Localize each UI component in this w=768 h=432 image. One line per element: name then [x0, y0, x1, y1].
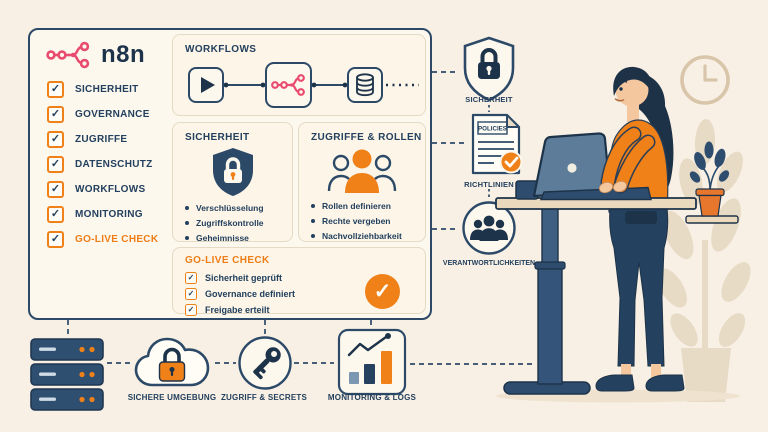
document-label: RICHTLINIEN — [464, 180, 514, 189]
woman-hair — [613, 66, 653, 96]
golive-panel-title: GO-LIVE CHECK — [185, 255, 270, 266]
shield-badge-icon — [463, 36, 515, 102]
chart-label: MONITORING & LOGS — [327, 393, 417, 402]
checkbox-checked-icon — [47, 81, 64, 98]
bullet-dot — [311, 204, 315, 208]
checkbox-checked-icon — [185, 272, 197, 284]
access-roles-panel: ZUGRIFFE & ROLLEN Rollen definieren Rech… — [298, 122, 426, 242]
woman-ankle — [651, 364, 661, 380]
server-stack-icon — [30, 338, 104, 411]
woman-pants — [609, 207, 669, 367]
checklist-item-golive-check: GO-LIVE CHECK — [47, 231, 158, 248]
orange-check-circle-icon — [365, 274, 400, 309]
workflows-panel: WORKFLOWS — [172, 34, 426, 116]
bullet-dot — [311, 234, 315, 238]
waist-bag — [625, 211, 657, 224]
checklist-item-sicherheit: SICHERHEIT — [47, 81, 158, 98]
n8n-nodes-icon — [46, 41, 90, 69]
laptop-logo — [567, 163, 577, 173]
woman-hand — [598, 181, 614, 194]
checkbox-checked-icon — [47, 206, 64, 223]
wall-clock-icon — [680, 55, 730, 105]
bullet-dot — [311, 219, 315, 223]
security-panel: SICHERHEIT Verschlüsselung Zugriffskontr… — [172, 122, 293, 243]
checkbox-checked-icon — [47, 131, 64, 148]
cloud-label: SICHERE UMGEBUNG — [127, 393, 217, 402]
woman-hand — [612, 180, 628, 193]
checklist-item-datenschutz: DATENSCHUTZ — [47, 156, 158, 173]
document-heading: POLICIES — [478, 126, 507, 133]
team-icon — [327, 149, 397, 193]
play-icon — [201, 77, 215, 93]
checklist-item-governance: GOVERNANCE — [47, 106, 158, 123]
checkbox-checked-icon — [47, 181, 64, 198]
checklist-item-zugriffe: ZUGRIFFE — [47, 131, 158, 148]
shield-lock-icon — [212, 148, 253, 196]
potted-plant — [689, 141, 730, 217]
team-label: VERANTWORTLICHKEITEN — [442, 260, 536, 267]
checkbox-checked-icon — [47, 156, 64, 173]
checkbox-checked-icon — [47, 231, 64, 248]
logo-wordmark: n8n — [101, 41, 146, 68]
bullet-dot — [185, 206, 189, 210]
golive-item-list: Sicherheit geprüft Governance definiert … — [185, 272, 295, 316]
woman-neck — [627, 104, 639, 122]
checkbox-checked-icon — [185, 288, 197, 300]
security-bullet-list: Verschlüsselung Zugriffskontrolle Geheim… — [185, 203, 292, 243]
woman-shoe-right — [645, 374, 685, 392]
bullet-dot — [185, 236, 189, 240]
database-icon — [356, 73, 374, 97]
checklist-panel: n8n SICHERHEIT GOVERNANCE ZUGRIFFE DATEN… — [28, 28, 432, 320]
golive-check-panel: GO-LIVE CHECK Sicherheit geprüft Governa… — [172, 247, 426, 316]
checklist-item-workflows: WORKFLOWS — [47, 181, 158, 198]
woman-arms — [598, 126, 656, 194]
access-bullet-list: Rollen definieren Rechte vergeben Nachvo… — [311, 201, 425, 241]
policies-document-icon: POLICIES — [471, 113, 522, 175]
secure-cloud-lock-icon — [134, 337, 210, 387]
checkbox-checked-icon — [47, 106, 64, 123]
standing-desk-leg — [503, 208, 591, 395]
responsibilities-team-icon — [462, 201, 516, 255]
bullet-dot — [185, 221, 189, 225]
key-label: ZUGRIFF & SECRETS — [220, 393, 308, 402]
n8n-logo: n8n — [46, 40, 145, 70]
office-scene-illustration — [495, 55, 751, 403]
checkbox-checked-icon — [185, 304, 197, 316]
key-icon — [238, 336, 292, 390]
access-panel-title: ZUGRIFFE & ROLLEN — [311, 132, 422, 143]
shield-label: SICHERHEIT — [465, 95, 513, 104]
laptop — [532, 132, 652, 201]
workflows-panel-title: WORKFLOWS — [185, 44, 257, 55]
woman-shoe-left — [595, 374, 635, 392]
monitoring-chart-icon — [337, 328, 407, 396]
security-panel-title: SICHERHEIT — [185, 132, 250, 143]
checklist-item-monitoring: MONITORING — [47, 206, 158, 223]
workflow-diagram — [188, 62, 419, 108]
go-live-checklist: SICHERHEIT GOVERNANCE ZUGRIFFE DATENSCHU… — [47, 81, 158, 248]
side-shelf — [685, 215, 739, 224]
woman-ankle — [621, 364, 631, 380]
